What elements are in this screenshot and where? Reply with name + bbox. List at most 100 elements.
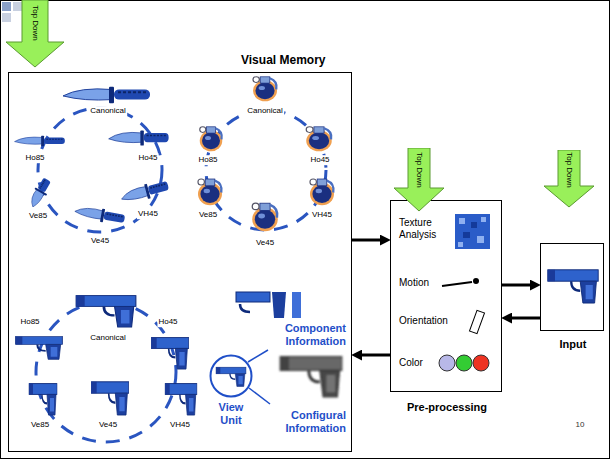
feature-label: Motion xyxy=(399,277,429,289)
gun-image xyxy=(165,384,197,416)
flow-arrow xyxy=(502,284,532,287)
top-down-label: Top Down xyxy=(414,152,424,188)
top-down-arrow: Top Down xyxy=(5,0,65,68)
knife-image xyxy=(109,131,169,146)
top-down-arrow: Top Down xyxy=(543,150,595,208)
texture-icon xyxy=(471,222,477,228)
knife-image xyxy=(119,179,170,206)
circle-outline xyxy=(209,354,253,398)
view-label: Ve85 xyxy=(198,210,218,220)
view-label: VH45 xyxy=(137,209,159,219)
decor-square xyxy=(2,2,11,11)
configural-image xyxy=(280,357,342,397)
view-label: Ve45 xyxy=(98,420,118,430)
top-down-label: Top Down xyxy=(564,152,574,188)
top-down-arrow: Top Down xyxy=(393,148,445,212)
motion-icon xyxy=(442,282,472,286)
view-label: Canonical xyxy=(89,106,127,116)
gun-image xyxy=(16,337,63,360)
color-icon xyxy=(439,355,455,371)
color-icon xyxy=(473,355,489,371)
view-ring xyxy=(36,302,176,442)
input-box: Input xyxy=(540,243,604,331)
grenade-image xyxy=(252,203,278,231)
view-ring xyxy=(38,108,162,232)
panel-title: Visual Memory xyxy=(241,53,325,67)
texture-icon xyxy=(477,236,484,243)
view-label: Ho85 xyxy=(197,155,218,165)
view-label: VH45 xyxy=(169,420,191,430)
arrow-shape xyxy=(6,0,64,67)
grenade-image xyxy=(310,179,334,205)
grenade-image xyxy=(198,179,222,205)
view-label: Ho85 xyxy=(19,317,40,327)
visual-memory-panel: Visual MemoryView Unit xyxy=(8,72,352,452)
grenade-image xyxy=(200,127,223,152)
top-down-label: Top Down xyxy=(30,5,40,41)
box-title: Input xyxy=(541,338,605,351)
view-unit-circle: View Unit xyxy=(209,354,253,398)
feature-label: Texture Analysis xyxy=(399,217,455,241)
info-label: Configural Information xyxy=(263,409,347,435)
feature-label: Orientation xyxy=(399,315,448,327)
view-label: Ho45 xyxy=(309,155,330,165)
gun-image xyxy=(216,367,246,386)
view-label: Ve45 xyxy=(90,236,110,246)
decor-square xyxy=(13,2,22,11)
grenade-image xyxy=(253,77,277,102)
view-label: Canonical xyxy=(89,333,127,343)
decor-square xyxy=(2,13,11,22)
gun-image xyxy=(91,382,128,415)
arrow-shape xyxy=(544,150,594,207)
view-label: Canonical xyxy=(246,106,284,116)
arrow-shape xyxy=(394,148,444,211)
color-icon xyxy=(456,355,472,371)
view-label: Ho45 xyxy=(157,317,178,327)
gun-image xyxy=(29,384,57,416)
knife-image xyxy=(63,87,150,104)
flow-arrow xyxy=(360,354,390,357)
gun-image xyxy=(548,270,598,303)
knife-image xyxy=(74,204,126,226)
texture-icon xyxy=(459,218,465,224)
view-label: Ho85 xyxy=(24,153,45,163)
texture-icon xyxy=(455,214,490,249)
page-number: 10 xyxy=(575,420,586,430)
grenade-image xyxy=(306,127,332,152)
view-label: VH45 xyxy=(311,210,333,220)
gun-component xyxy=(292,292,301,318)
gun-image xyxy=(280,357,342,397)
motion-icon xyxy=(473,278,479,284)
preprocessing-box: Texture AnalysisMotionOrientationColorPr… xyxy=(390,200,502,392)
orientation-icon xyxy=(469,310,484,333)
texture-icon xyxy=(463,232,470,238)
gun-component xyxy=(240,304,250,312)
view-label: Ve85 xyxy=(30,420,50,430)
gun-component xyxy=(236,292,270,302)
circle-outline xyxy=(211,356,252,397)
gun-image xyxy=(151,338,188,370)
feature-label: Color xyxy=(399,357,423,369)
view-label: Ve45 xyxy=(255,238,275,248)
info-label: Component Information xyxy=(263,322,347,348)
flow-arrow xyxy=(510,317,540,320)
texture-icon xyxy=(458,242,463,247)
box-title: Pre-processing xyxy=(391,401,503,414)
texture-icon xyxy=(455,214,490,249)
leader-line xyxy=(248,350,268,362)
gun-image xyxy=(76,296,136,328)
leader-line xyxy=(249,388,270,404)
knife-image xyxy=(26,176,53,210)
view-label: Ve85 xyxy=(28,211,48,221)
gun-component xyxy=(272,292,286,318)
view-unit-label: View Unit xyxy=(211,401,251,427)
view-label: Ho45 xyxy=(137,153,158,163)
flow-arrow xyxy=(352,239,382,242)
knife-image xyxy=(15,136,65,147)
